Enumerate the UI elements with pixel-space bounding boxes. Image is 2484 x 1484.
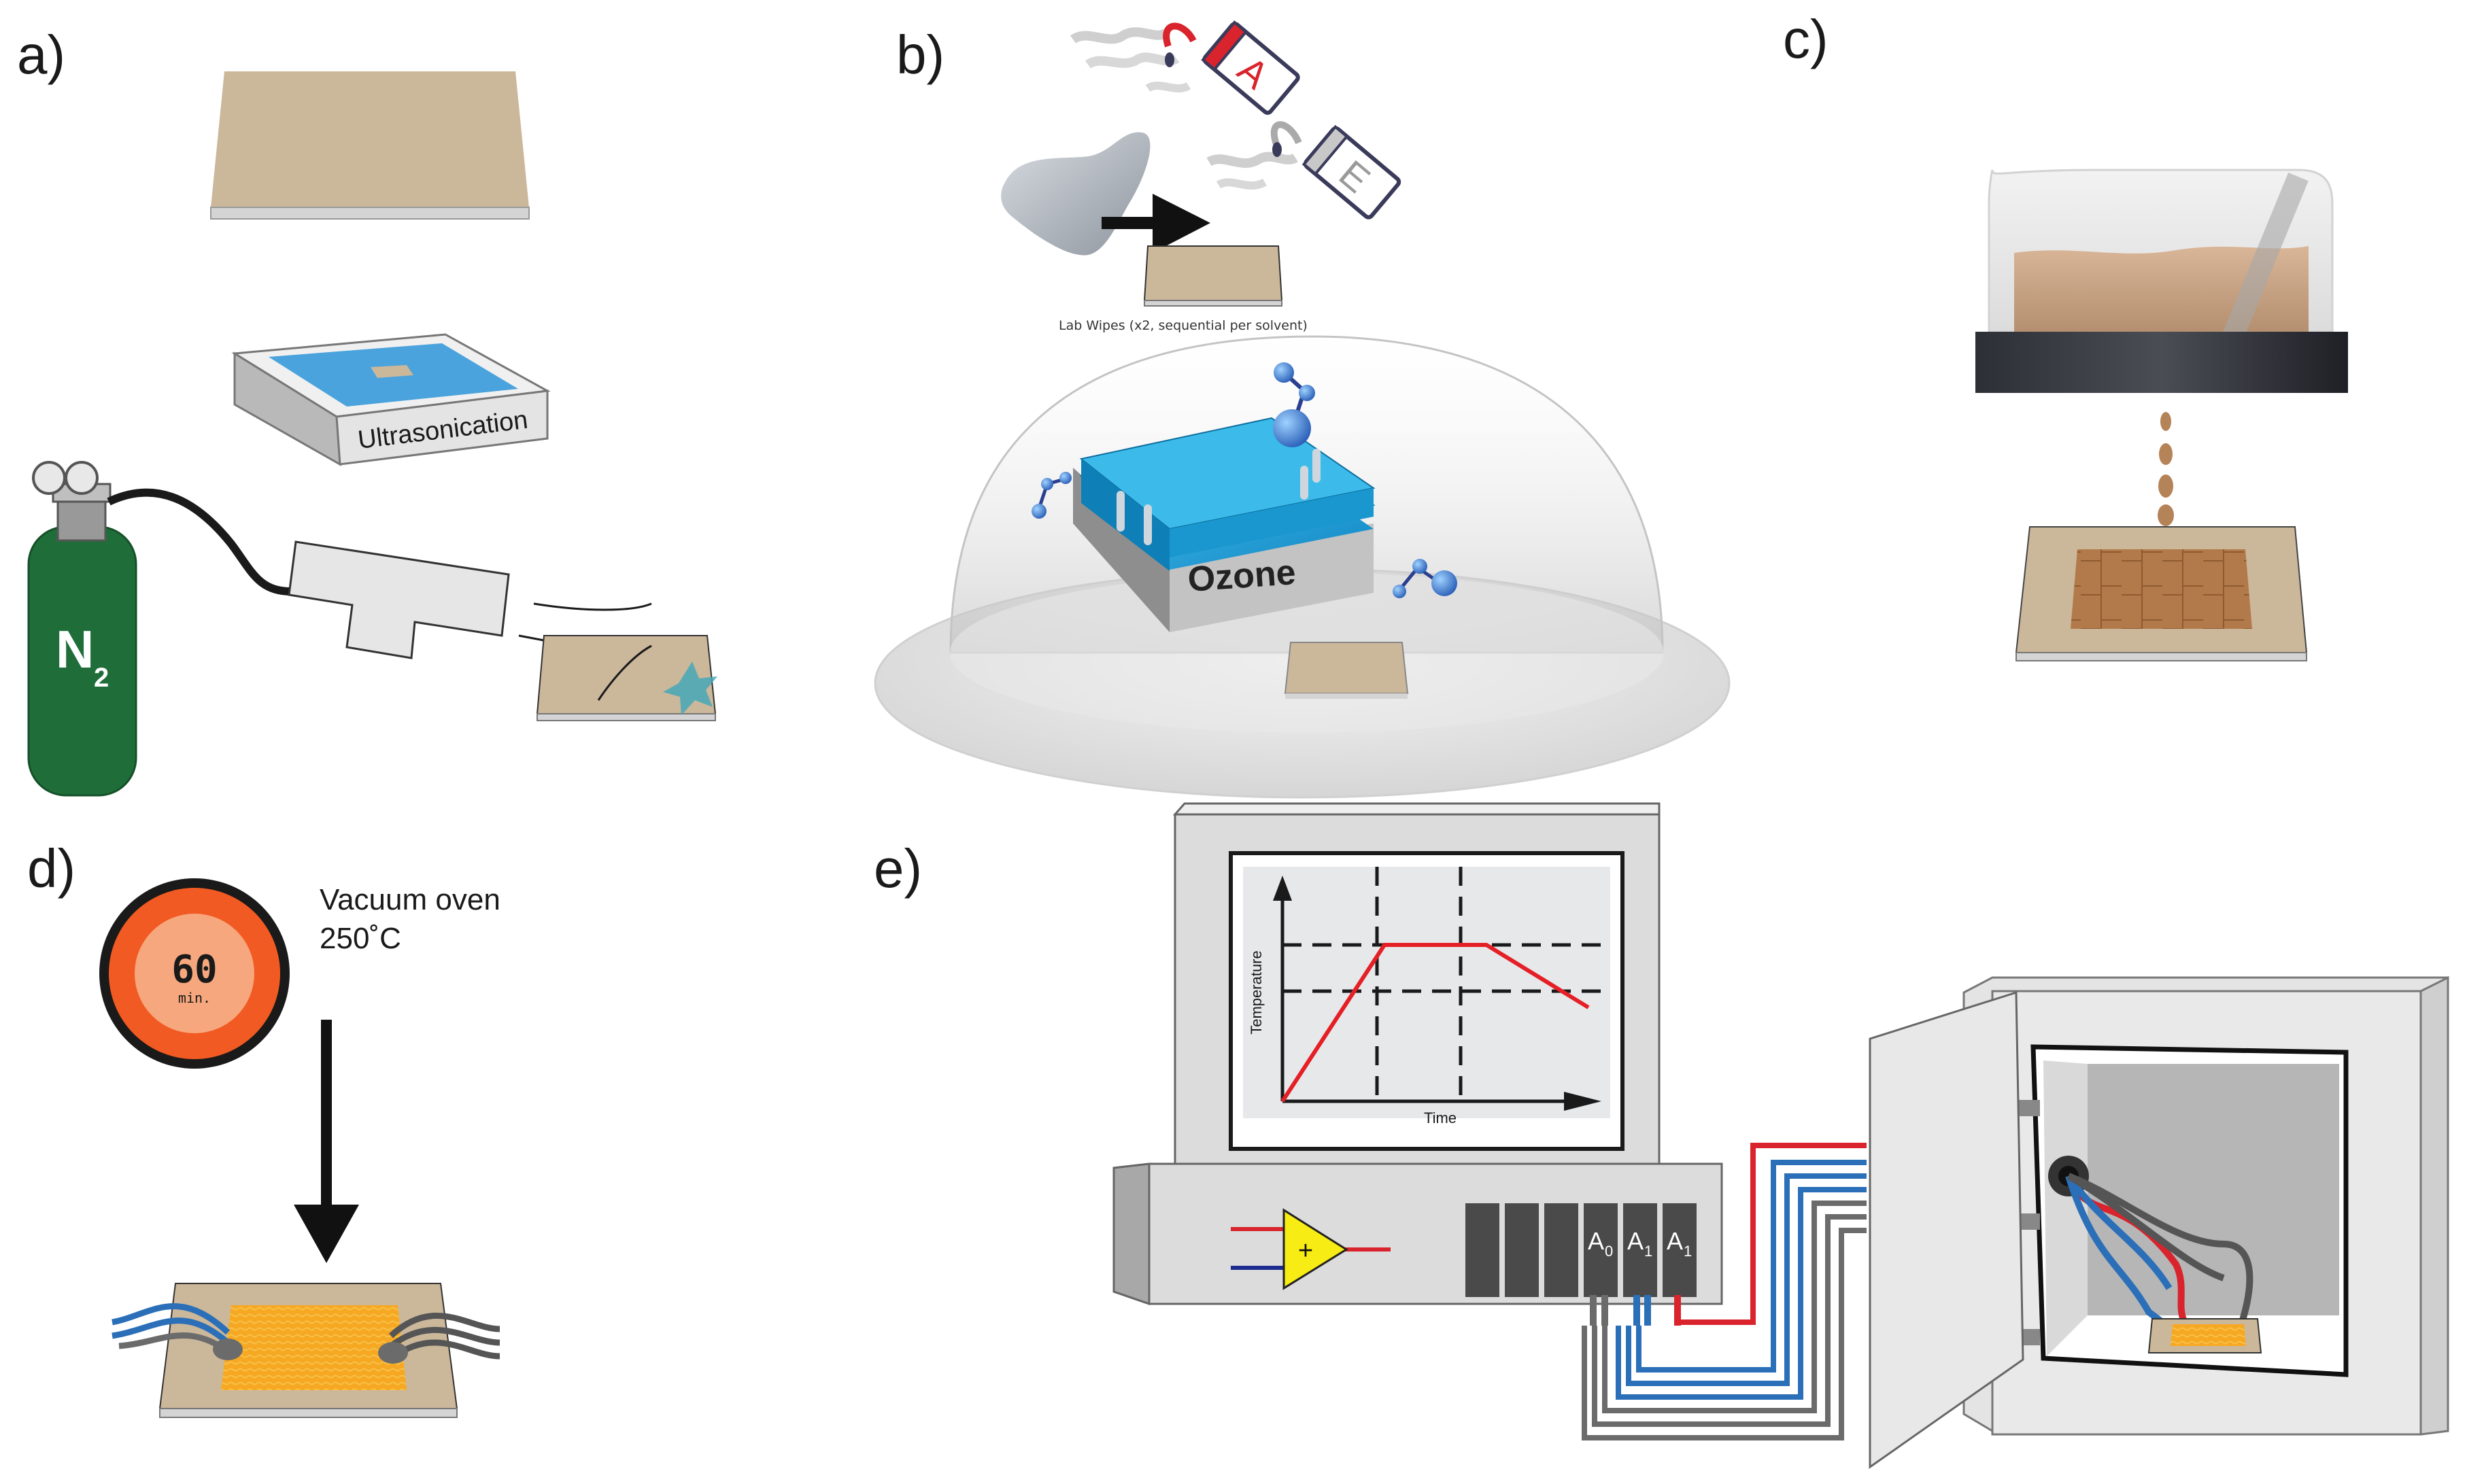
wipe-arrow-head: [1153, 194, 1210, 253]
daq-channel-a0: [1584, 1203, 1618, 1297]
ultrasonication-bath: Ultrasonication: [231, 333, 551, 466]
vapor-wisp: [1216, 178, 1267, 190]
y-axis-arrow: [1273, 876, 1292, 901]
solution-drop: [2158, 474, 2173, 498]
solution-drop: [2158, 504, 2174, 526]
test-chamber: [1869, 976, 2449, 1469]
vapor-wisp: [1145, 82, 1191, 92]
gas-stream-line: [533, 602, 652, 611]
lab-wipes-caption: Lab Wipes (x2, sequential per solvent): [1059, 318, 1308, 333]
solution-drop: [2159, 443, 2173, 465]
bottle-a-nozzle: [1163, 22, 1197, 48]
panel-b: b) A E Lab Wipes (: [874, 20, 1731, 799]
daq-channel-a1-second: [1663, 1203, 1697, 1297]
substrate-wiped: [1143, 245, 1283, 307]
n2-cylinder: N 2: [27, 461, 137, 797]
panel-e-label: e): [874, 838, 922, 899]
n2-subscript: 2: [94, 663, 109, 693]
chamber-door: [1869, 990, 2024, 1469]
daq-unit: + A 0 A 1 A 1: [1112, 1162, 1723, 1326]
amplifier-icon: +: [1231, 1208, 1391, 1290]
panel-a: a) Ultrasonication N 2: [17, 24, 717, 797]
gas-hose: [107, 488, 292, 596]
channel-subscript: 1: [1644, 1243, 1652, 1260]
panel-c: c): [1783, 9, 2348, 661]
daq-slot: [1505, 1203, 1539, 1297]
n2-label: N: [56, 619, 94, 679]
panel-b-label: b): [896, 24, 945, 85]
ozone-molecule: [1032, 472, 1072, 519]
amp-plus-sign: +: [1298, 1237, 1313, 1265]
timer-value: 60: [171, 948, 217, 992]
solvent-bottle-a: A: [1201, 20, 1300, 115]
temperature-profile-chart: Temperature Time: [1248, 867, 1610, 1126]
timer-icon: 60 min.: [99, 878, 290, 1069]
film-layer: [2071, 549, 2252, 629]
channel-subscript: 0: [1605, 1243, 1613, 1260]
substrate-drying: [536, 635, 717, 721]
daq-slot: [1465, 1203, 1499, 1297]
substrate-bare: [210, 71, 530, 220]
temperature-profile-line: [1280, 943, 1590, 1103]
channel-label: A: [1588, 1227, 1604, 1255]
panel-d-label: d): [27, 838, 75, 899]
signal-cables: [1582, 1143, 1867, 1440]
vapor-wisp: [1085, 52, 1180, 69]
y-axis-label: Temperature: [1248, 950, 1265, 1035]
solvent-drop: [1165, 52, 1174, 67]
device-annealed: [112, 1283, 500, 1418]
ozone-molecule: [1393, 559, 1457, 598]
vapor-wisp: [1206, 152, 1298, 168]
chart-plot-area: [1243, 867, 1610, 1118]
ozone-label: Ozone: [1187, 553, 1297, 600]
x-axis-label: Time: [1424, 1109, 1457, 1126]
solution-vial: [1975, 169, 2348, 393]
panel-e: e) Temperatu: [874, 802, 2449, 1469]
film-layer: [221, 1305, 407, 1390]
daq-slot: [1544, 1203, 1578, 1297]
daq-channel-a1: [1623, 1203, 1657, 1297]
spin-plate: [1975, 332, 2348, 393]
sparkle-icon: [663, 661, 717, 715]
bottle-e-nozzle: [1270, 121, 1302, 148]
timer-unit: min.: [178, 990, 211, 1006]
solvent-drop: [1272, 142, 1282, 157]
solvent-bottle-e: E: [1301, 124, 1401, 220]
ozone-molecule: [1273, 362, 1315, 447]
channel-label: A: [1627, 1227, 1644, 1255]
lab-wipe: [1001, 132, 1151, 256]
vapor-wisp: [1070, 27, 1170, 44]
nitrogen-gun: [288, 540, 510, 659]
panel-a-label: a): [17, 24, 65, 85]
channel-label: A: [1667, 1227, 1683, 1255]
channel-subscript: 1: [1684, 1243, 1692, 1260]
substrate-in-dome: [1284, 642, 1409, 699]
ozone-generator: Ozone: [1073, 417, 1376, 632]
down-arrow-head: [294, 1205, 359, 1263]
solution-drop: [2160, 412, 2171, 431]
panel-d: d) 60 min. Vacuum oven 250˚C: [27, 838, 500, 1418]
substrate-coated: [2015, 526, 2308, 661]
oven-label: Vacuum oven: [320, 883, 500, 916]
panel-c-label: c): [1783, 9, 1828, 69]
x-axis-arrow: [1564, 1092, 1601, 1111]
gas-stream-line: [518, 634, 545, 642]
oven-temperature: 250˚C: [320, 922, 401, 955]
